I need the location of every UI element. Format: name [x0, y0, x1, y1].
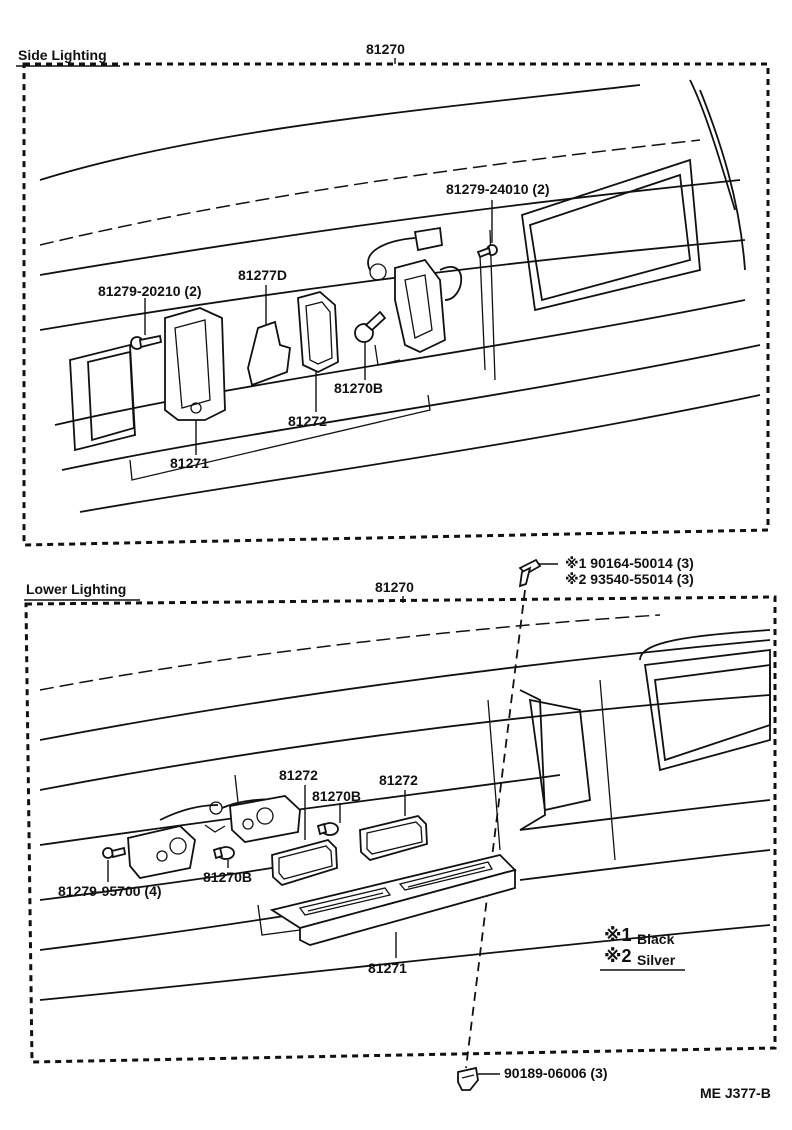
color-legend: ※1 Black ※2 Silver — [600, 925, 685, 971]
lower-lighting-title: Lower Lighting — [26, 581, 126, 597]
fastener-variant-1: ※1 90164-50014 (3) — [565, 555, 694, 571]
side-screw-b-label: 81279-24010 (2) — [446, 181, 550, 197]
lower-gasket-left — [271, 838, 338, 887]
side-gasket-81272 — [297, 291, 339, 373]
lower-lighting-section: Lower Lighting 81270 — [24, 579, 777, 1064]
lower-socket-harness — [127, 795, 301, 879]
legend-mark-2: ※2 — [604, 946, 632, 966]
lower-gasket-right-label: 81272 — [379, 772, 418, 788]
diagram-code: ME J377-B — [700, 1085, 771, 1101]
side-lighting-section: Side Lighting 81270 — [16, 41, 770, 547]
side-screw-a — [130, 334, 163, 350]
clip-90189-icon — [457, 1066, 479, 1091]
side-bulb-81270b — [354, 310, 387, 343]
lower-lens-81271 — [269, 854, 517, 946]
side-screw-a-label: 81279-20210 (2) — [98, 283, 202, 299]
side-lens-label: 81271 — [170, 455, 209, 471]
fastener-alignment-line — [465, 589, 526, 1069]
legend-text-silver: Silver — [637, 952, 676, 968]
fastener-callout: ※1 90164-50014 (3) ※2 93540-55014 (3) — [465, 555, 694, 1069]
legend-mark-1: ※1 — [604, 925, 632, 945]
legend-text-black: Black — [637, 931, 675, 947]
lower-bulb-left-label: 81270B — [203, 869, 252, 885]
lower-gasket-left-label: 81272 — [279, 767, 318, 783]
side-assembly-frame — [22, 62, 770, 547]
side-assembly-label: 81270 — [366, 41, 405, 57]
side-gasket-label: 81272 — [288, 413, 327, 429]
side-bulb-label: 81270B — [334, 380, 383, 396]
lower-bulb-left — [212, 846, 235, 860]
bottom-clip: 90189-06006 (3) — [457, 1065, 608, 1091]
lower-screw-label: 81279-95700 (4) — [58, 883, 162, 899]
lower-lens-label: 81271 — [368, 960, 407, 976]
side-screw-b — [476, 244, 498, 259]
lower-assembly-label: 81270 — [375, 579, 414, 595]
side-lighting-title: Side Lighting — [18, 47, 107, 63]
side-gasket-81277d — [247, 320, 291, 387]
fastener-variant-2: ※2 93540-55014 (3) — [565, 571, 694, 587]
lower-screw — [102, 846, 127, 859]
side-gasket-d-label: 81277D — [238, 267, 287, 283]
lower-bulb-right-label: 81270B — [312, 788, 361, 804]
side-body-outline — [39, 79, 761, 513]
side-socket-harness — [367, 226, 463, 366]
lower-assembly-frame — [24, 595, 777, 1064]
bottom-clip-label: 90189-06006 (3) — [504, 1065, 608, 1081]
lower-bulb-right — [316, 822, 339, 836]
side-lens-81271 — [164, 307, 226, 421]
lower-gasket-right — [359, 815, 428, 861]
